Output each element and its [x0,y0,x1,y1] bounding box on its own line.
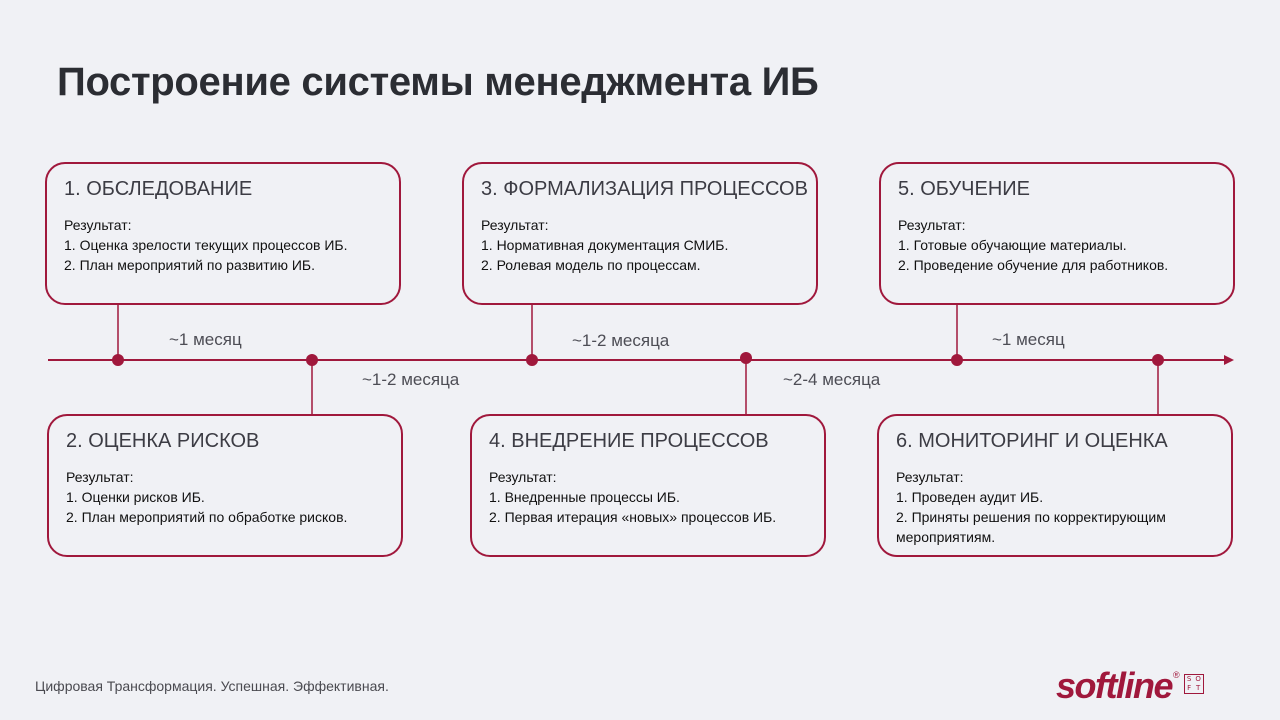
duration-label-5: ~1 месяц [992,330,1065,349]
result-line: 1. Проведен аудит ИБ. [896,489,1044,505]
duration-label-1: ~1 месяц [169,330,242,349]
milestone-dot-5 [951,354,963,366]
result-line: мероприятиям. [896,529,996,545]
logo-soft-letter: O [1195,675,1201,683]
result-label: Результат: [66,469,134,485]
result-line: 2. План мероприятий по развитию ИБ. [64,257,316,273]
stage-heading: 6. МОНИТОРИНГ И ОЦЕНКА [896,430,1168,452]
logo-wordmark: softline [1056,665,1174,706]
stage-heading: 1. ОБСЛЕДОВАНИЕ [64,178,253,200]
result-line: 1. Внедренные процессы ИБ. [489,489,680,505]
result-line: 2. Ролевая модель по процессам. [481,257,701,273]
result-line: 1. Оценка зрелости текущих процессов ИБ. [64,237,348,253]
stage-box-4: 4. ВНЕДРЕНИЕ ПРОЦЕССОВ Результат: 1. Вне… [470,414,826,557]
result-line: 1. Нормативная документация СМИБ. [481,237,729,253]
result-line: 1. Готовые обучающие материалы. [898,237,1127,253]
result-line: 2. План мероприятий по обработке рисков. [66,509,348,525]
milestone-dot-3 [526,354,538,366]
logo-soft-letter: S [1186,675,1192,683]
duration-label-2: ~1-2 месяца [362,370,460,389]
logo-soft-grid: S O F T [1183,674,1204,694]
stage-box-5: 5. ОБУЧЕНИЕ Результат: 1. Готовые обучаю… [879,162,1235,305]
stage-box-2: 2. ОЦЕНКА РИСКОВ Результат: 1. Оценки ри… [47,414,403,557]
result-label: Результат: [898,217,966,233]
stage-box-6: 6. МОНИТОРИНГ И ОЦЕНКА Результат: 1. Про… [877,414,1233,557]
result-line: 2. Первая итерация «новых» процессов ИБ. [489,509,777,525]
logo-soft-letter: F [1187,684,1192,692]
logo-soft-letter: T [1196,684,1201,692]
result-line: 1. Оценки рисков ИБ. [66,489,205,505]
stage-heading: 4. ВНЕДРЕНИЕ ПРОЦЕССОВ [489,430,769,452]
stage-heading: 2. ОЦЕНКА РИСКОВ [66,430,260,452]
page-title: Построение системы менеджмента ИБ [57,60,819,104]
result-label: Результат: [489,469,557,485]
stage-box-1: 1. ОБСЛЕДОВАНИЕ Результат: 1. Оценка зре… [45,162,401,305]
milestone-dot-2 [306,354,318,366]
duration-label-3: ~1-2 месяца [572,331,670,350]
result-label: Результат: [481,217,549,233]
duration-label-4: ~2-4 месяца [783,370,881,389]
result-line: 2. Приняты решения по корректирующим [896,509,1166,525]
timeline-arrowhead [1224,355,1234,365]
milestone-dot-1 [112,354,124,366]
stage-box-3: 3. ФОРМАЛИЗАЦИЯ ПРОЦЕССОВ Результат: 1. … [462,162,818,305]
stage-heading: 3. ФОРМАЛИЗАЦИЯ ПРОЦЕССОВ [481,178,808,200]
result-label: Результат: [64,217,132,233]
footer-tagline: Цифровая Трансформация. Успешная. Эффект… [35,678,389,694]
logo-registered-mark: ® [1173,670,1180,680]
milestone-dot-4 [740,352,752,364]
result-line: 2. Проведение обучение для работников. [898,257,1169,273]
stage-heading: 5. ОБУЧЕНИЕ [898,178,1030,200]
softline-logo: softline ® S O F T [1056,668,1204,704]
result-label: Результат: [896,469,964,485]
milestone-dot-6 [1152,354,1164,366]
